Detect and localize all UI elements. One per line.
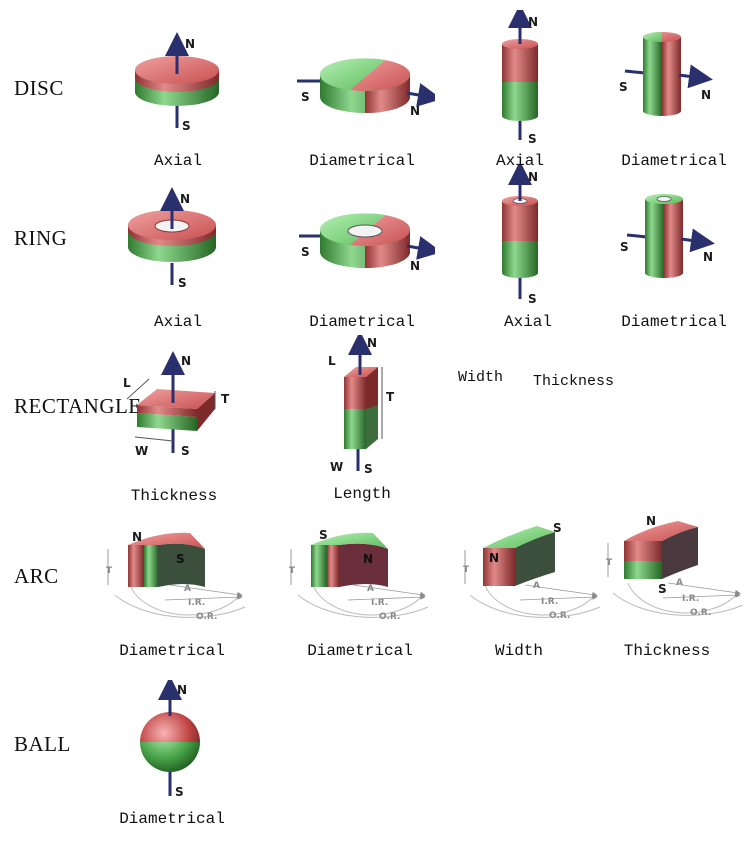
caption-rectangle-thickness-2: Thickness — [533, 373, 615, 390]
caption-disc-diametrical-2: Diametrical — [621, 152, 727, 170]
dim-width-label: W — [135, 444, 148, 458]
dim-thickness-label: T — [221, 392, 230, 406]
row-label-ball: BALL — [14, 732, 71, 756]
caption-ring-axial: Axial — [153, 313, 202, 331]
caption-ball-diametrical: Diametrical — [119, 810, 225, 828]
row-label-rectangle: RECTANGLE — [14, 394, 142, 418]
pole-north-label: N — [185, 37, 195, 51]
dim-ir-label: I.R. — [541, 597, 558, 607]
row-label-disc: DISC — [14, 76, 64, 100]
dim-or-label: O.R. — [549, 611, 570, 621]
caption-disc-diametrical: Diametrical — [309, 152, 415, 170]
caption-arc-diametrical-2: Diametrical — [307, 642, 413, 660]
rectangle-thickness-figure: N S L T W — [123, 351, 230, 458]
pole-north-label: N — [489, 551, 499, 565]
pole-north-label: N — [410, 104, 420, 118]
caption-ring-axial-2: Axial — [503, 313, 552, 331]
caption-rectangle-width: Width — [458, 369, 504, 386]
row-label-arc: ARC — [14, 564, 59, 588]
caption-rectangle-thickness: Thickness — [130, 487, 218, 505]
dim-thickness-label: T — [606, 558, 613, 568]
pole-north-label: N — [528, 170, 538, 184]
caption-ring-diametrical-2: Diametrical — [621, 313, 727, 331]
arc-width-figure: S N T A I.R. O.R. — [463, 521, 601, 621]
caption-rectangle-length: Length — [333, 485, 391, 503]
caption-arc-diametrical: Diametrical — [119, 642, 225, 660]
dim-angle-label: A — [533, 581, 540, 591]
pole-south-label: S — [181, 444, 190, 458]
row-label-ring: RING — [14, 226, 68, 250]
pole-south-label: S — [301, 90, 310, 104]
dim-angle-label: A — [676, 578, 683, 588]
disc-diametrical-cylinder-figure: S N — [619, 32, 713, 116]
pole-south-label: S — [319, 528, 328, 542]
dim-angle-label: A — [184, 584, 191, 594]
dim-or-label: O.R. — [379, 612, 400, 622]
caption-ring-diametrical: Diametrical — [309, 313, 415, 331]
ball-diametrical-figure: N S — [140, 680, 200, 799]
dim-length-label: L — [123, 376, 131, 390]
arc-diametrical-figure: N S T A I.R. O.R. — [106, 530, 246, 622]
pole-north-label: N — [528, 15, 538, 29]
arc-thickness-figure: N S T A I.R. O.R. — [606, 515, 744, 618]
pole-south-label: S — [301, 245, 310, 259]
caption-arc-thickness: Thickness — [623, 642, 711, 660]
pole-south-label: S — [364, 462, 373, 476]
dim-angle-label: A — [367, 584, 374, 594]
pole-north-label: N — [703, 250, 713, 264]
dim-thickness-label: T — [106, 566, 113, 576]
pole-south-label: S — [620, 240, 629, 254]
pole-south-label: S — [619, 80, 628, 94]
pole-north-label: N — [410, 259, 420, 273]
pole-south-label: S — [182, 119, 191, 133]
disc-axial-figure: N S — [135, 32, 219, 133]
dim-ir-label: I.R. — [682, 594, 699, 604]
dim-width-label: W — [330, 460, 343, 474]
caption-disc-axial: Axial — [153, 152, 202, 170]
pole-north-label: N — [177, 683, 187, 697]
rectangle-length-figure: N S T L W — [328, 335, 395, 476]
dim-or-label: O.R. — [196, 612, 217, 622]
disc-diametrical-figure: S N — [297, 58, 435, 118]
dim-or-label: O.R. — [690, 608, 711, 618]
dim-length-label: L — [328, 354, 336, 368]
pole-north-label: N — [132, 530, 142, 544]
disc-axial-cylinder-figure: N S — [502, 10, 538, 145]
ring-diametrical-figure: S N — [299, 213, 435, 273]
pole-south-label: S — [176, 552, 185, 566]
pole-north-label: N — [181, 354, 191, 368]
pole-north-label: N — [367, 336, 377, 350]
ring-axial-cylinder-figure: N S — [502, 165, 538, 305]
dim-thickness-label: T — [463, 565, 470, 575]
pole-north-label: N — [180, 192, 190, 206]
pole-north-label: N — [701, 88, 711, 102]
caption-arc-width: Width — [494, 642, 543, 660]
pole-south-label: S — [178, 276, 187, 290]
dim-ir-label: I.R. — [371, 598, 388, 608]
pole-south-label: S — [553, 521, 562, 535]
dim-thickness-label: T — [386, 390, 395, 404]
pole-south-label: S — [528, 292, 537, 305]
pole-north-label: N — [363, 552, 373, 566]
ring-axial-figure: N S — [128, 187, 216, 290]
dim-ir-label: I.R. — [188, 598, 205, 608]
dim-thickness-label: T — [289, 566, 296, 576]
pole-north-label: N — [646, 515, 656, 528]
pole-south-label: S — [658, 582, 667, 596]
arc-diametrical-2-figure: S N T A I.R. O.R. — [289, 528, 429, 622]
pole-south-label: S — [175, 785, 184, 799]
pole-south-label: S — [528, 132, 537, 145]
ring-diametrical-cylinder-figure: S N — [620, 194, 715, 278]
